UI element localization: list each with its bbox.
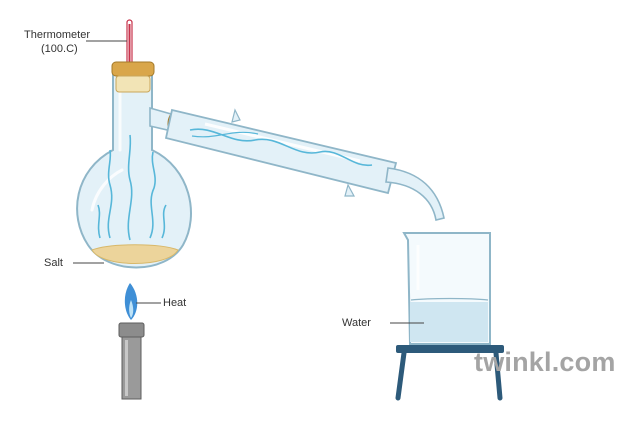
- beaker-stand: [395, 345, 504, 401]
- round-bottom-flask: [76, 71, 192, 269]
- water-label: Water: [342, 317, 371, 329]
- twinkl-watermark: twinkl.com: [474, 347, 616, 377]
- water-fill: [410, 302, 488, 342]
- condenser: [164, 108, 445, 221]
- flask-stopper: [111, 61, 155, 93]
- vapour-lines: [97, 134, 167, 241]
- salt-residue: [91, 244, 179, 264]
- salt-label: Salt: [44, 257, 63, 269]
- leader-lines: [73, 40, 424, 324]
- bunsen-burner: [118, 283, 145, 400]
- beaker: [402, 232, 491, 345]
- thermometer-reading-label: (100.C): [41, 43, 78, 55]
- heat-label: Heat: [163, 297, 187, 309]
- thermometer-label: Thermometer: [24, 29, 91, 41]
